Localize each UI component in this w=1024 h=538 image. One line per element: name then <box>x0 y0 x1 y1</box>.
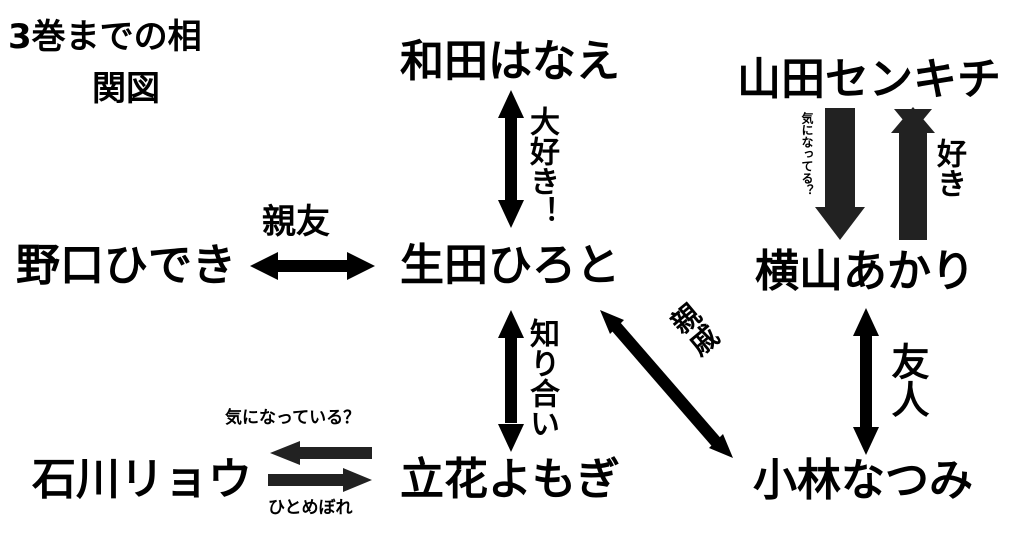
arrow-tachibana-to-ishikawa <box>270 441 372 465</box>
character-noguchi: 野口ひでき <box>16 240 236 291</box>
relation-yokoyama-kobayashi: 友人 <box>885 342 929 418</box>
character-wada: 和田はなえ <box>400 36 620 87</box>
arrow-ishikawa-to-tachibana <box>268 468 372 492</box>
relation-yokoyama-to-yamada: 好き <box>931 138 966 198</box>
arrow-yamada-to-yokoyama <box>815 108 865 240</box>
arrow-noguchi-ikuta <box>250 252 375 280</box>
character-yamada: 山田センキチ <box>737 54 1001 105</box>
diagram-title-line1: 3巻までの相 <box>8 17 202 57</box>
character-tachibana: 立花よもぎ <box>400 454 620 505</box>
arrow-ikuta-wada <box>498 90 524 228</box>
arrow-yokoyama-kobayashi <box>853 308 879 455</box>
relation-ikuta-wada: 大好き！ <box>524 106 559 226</box>
character-yokoyama: 横山あかり <box>755 246 975 297</box>
arrow-ikuta-kobayashi <box>600 310 733 458</box>
relation-noguchi-ikuta: 親友 <box>262 202 330 242</box>
relation-ikuta-tachibana: 知り合い <box>524 318 559 438</box>
arrow-yokoyama-to-yamada <box>891 107 935 240</box>
relation-tachibana-to-ishikawa: 気になっている？ <box>225 408 361 428</box>
character-kobayashi: 小林なつみ <box>753 455 973 506</box>
relation-ishikawa-to-tachibana: ひとめぼれ <box>268 498 353 518</box>
character-ishikawa: 石川リョウ <box>32 454 252 505</box>
relation-yamada-to-yokoyama: 気になってる？ <box>800 112 814 196</box>
diagram-title-line2: 関図 <box>92 69 160 109</box>
character-ikuta: 生田ひろと <box>400 240 620 291</box>
arrow-ikuta-tachibana <box>498 310 524 452</box>
